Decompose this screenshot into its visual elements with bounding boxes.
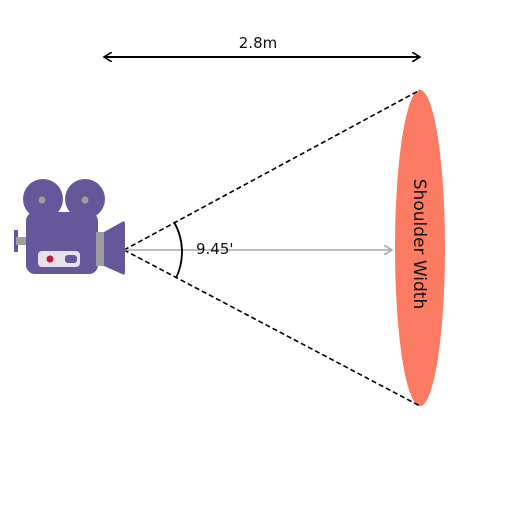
video-camera-icon <box>14 179 125 275</box>
fov-lower-line <box>123 249 421 407</box>
angle-label: 9.45' <box>196 240 234 258</box>
shoulder-width-ellipse <box>395 90 445 406</box>
angle-arc <box>173 221 183 279</box>
shoulder-width-label: Shoulder Width <box>409 179 429 310</box>
distance-label: 2.8m <box>239 34 277 52</box>
fov-upper-line <box>123 89 421 251</box>
